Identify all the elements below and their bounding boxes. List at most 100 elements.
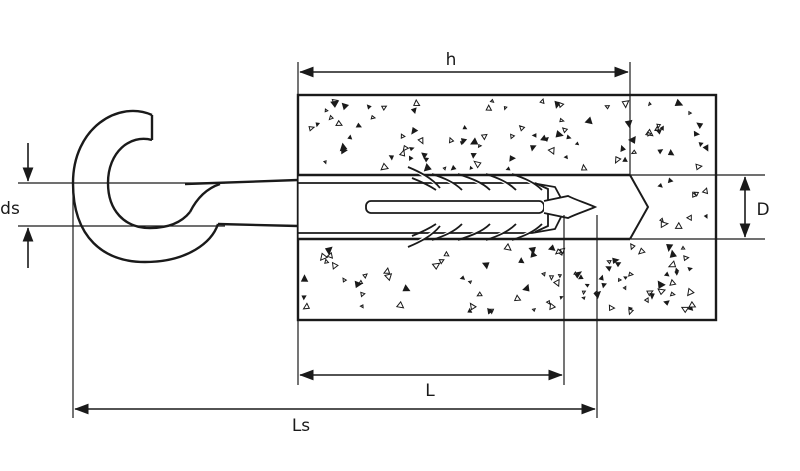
plug-fins-top	[407, 166, 543, 191]
concrete-speck	[622, 156, 628, 162]
concrete-speck	[459, 275, 466, 280]
concrete-speck	[598, 274, 604, 281]
concrete-speck	[335, 119, 343, 127]
concrete-speck	[637, 247, 646, 255]
concrete-speck	[655, 129, 662, 135]
concrete-speck	[518, 257, 525, 264]
concrete-speck	[450, 164, 457, 171]
concrete-speck	[692, 191, 698, 198]
concrete-speck	[628, 308, 635, 316]
concrete-speck	[324, 108, 329, 113]
concrete-speck	[370, 114, 377, 120]
concrete-speck	[301, 295, 307, 301]
label-Ls: Ls	[292, 416, 310, 436]
concrete-speck	[683, 255, 690, 262]
concrete-speck	[680, 306, 690, 314]
concrete-speck	[505, 166, 511, 171]
concrete-speck	[531, 133, 537, 138]
concrete-speck	[621, 100, 630, 109]
concrete-speck	[702, 144, 709, 152]
concrete-speck	[548, 244, 556, 251]
concrete-speck	[302, 302, 311, 310]
concrete-speck	[687, 287, 695, 297]
concrete-speck	[685, 214, 692, 222]
concrete-speck	[541, 271, 546, 277]
concrete-speck	[669, 291, 676, 297]
concrete-speck	[663, 300, 670, 306]
concrete-speck	[470, 152, 477, 159]
concrete-speck	[620, 144, 626, 153]
concrete-speck	[473, 160, 482, 169]
concrete-speck	[656, 123, 662, 130]
concrete-speck	[324, 246, 333, 256]
concrete-speck	[604, 105, 611, 110]
concrete-speck	[413, 98, 421, 107]
concrete-speck	[359, 304, 364, 309]
concrete-speck	[531, 308, 537, 313]
concrete-speck	[614, 262, 622, 268]
concrete-speck	[701, 187, 709, 195]
concrete-speck	[580, 163, 588, 171]
concrete-speck	[574, 141, 580, 146]
label-h: h	[446, 50, 457, 70]
concrete-speck	[581, 290, 587, 296]
concrete-speck	[388, 155, 395, 161]
concrete-speck	[347, 134, 353, 140]
concrete-speck	[366, 104, 372, 110]
concrete-speck	[601, 282, 607, 289]
concrete-speck	[513, 294, 522, 302]
concrete-speck	[341, 102, 350, 111]
concrete-speck	[584, 283, 590, 288]
concrete-speck	[657, 149, 664, 155]
concrete-speckles	[300, 98, 709, 316]
concrete-speck	[698, 142, 704, 148]
concrete-speck	[693, 130, 701, 137]
concrete-speck	[608, 304, 616, 312]
concrete-speck	[469, 165, 474, 170]
concrete-speck	[469, 302, 477, 311]
concrete-speck	[674, 221, 683, 229]
concrete-speck	[605, 266, 612, 272]
concrete-speck	[485, 104, 493, 111]
concrete-speck	[383, 267, 391, 274]
concrete-speck	[614, 156, 622, 164]
concrete-speck	[398, 149, 406, 157]
concrete-speck	[547, 146, 555, 155]
concrete-speck	[518, 125, 526, 132]
concrete-speck	[308, 126, 316, 132]
concrete-speck	[522, 283, 530, 292]
concrete-speck	[659, 217, 664, 223]
concrete-speck	[563, 154, 568, 160]
concrete-speck	[487, 307, 494, 315]
concrete-speck	[322, 160, 327, 165]
concrete-speck	[687, 267, 693, 272]
concrete-speck	[324, 258, 330, 264]
concrete-speck	[408, 147, 415, 152]
concrete-speck	[331, 261, 339, 270]
concrete-speck	[431, 262, 441, 270]
concrete-speck	[558, 101, 565, 109]
concrete-speck	[669, 278, 677, 286]
concrete-speck	[395, 300, 405, 309]
concrete-speck	[443, 250, 450, 257]
concrete-speck	[674, 271, 679, 276]
concrete-speck	[467, 307, 473, 313]
concrete-speck	[627, 136, 636, 144]
concrete-speck	[402, 144, 410, 152]
concrete-speck	[354, 280, 363, 289]
concrete-speck	[315, 122, 321, 128]
concrete-speck	[657, 183, 663, 188]
concrete-speck	[480, 133, 488, 141]
concrete-speck	[355, 122, 362, 128]
concrete-speck	[330, 100, 340, 108]
concrete-speck	[411, 126, 419, 135]
concrete-speck	[663, 271, 670, 277]
concrete-speck	[545, 299, 551, 305]
concrete-speck	[339, 142, 348, 152]
concrete-speck	[503, 242, 512, 251]
concrete-speck	[561, 127, 569, 134]
concrete-speck	[643, 296, 649, 304]
label-D: D	[756, 200, 769, 220]
concrete-speck	[319, 252, 329, 262]
